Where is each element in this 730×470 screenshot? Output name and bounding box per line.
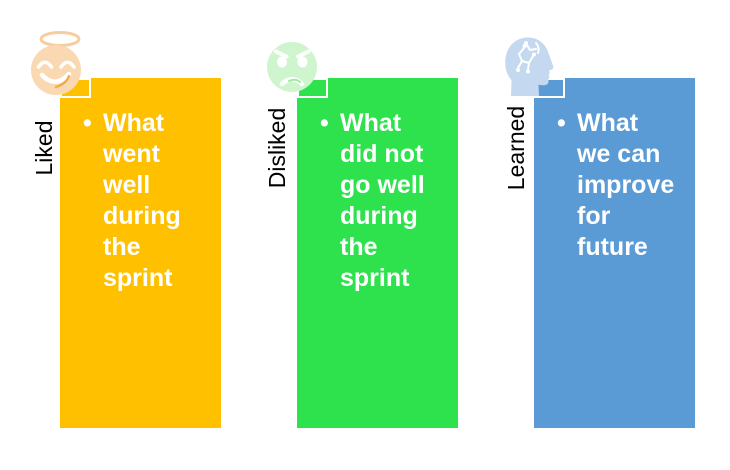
bullet: •: [83, 109, 92, 137]
learned-label: Learned: [503, 105, 529, 191]
left-eye: [36, 60, 54, 69]
disliked-label: Disliked: [264, 107, 290, 189]
frown-accent: [288, 78, 301, 83]
angry-face-icon: [267, 42, 317, 92]
face: [31, 45, 81, 95]
liked-panel: • What went well during the sprint: [60, 78, 221, 428]
right-eyebrow: [296, 49, 311, 59]
circuit-nodes: [516, 41, 536, 74]
liked-text: What went well during the sprint: [103, 109, 181, 292]
liked-content: • What went well during the sprint: [60, 78, 221, 294]
bullet: •: [557, 109, 566, 137]
disliked-content: • What did not go well during the sprint: [297, 78, 458, 294]
disliked-panel: • What did not go well during the sprint: [297, 78, 458, 428]
circuit-traces: [517, 42, 540, 70]
learned-panel: • What we can improve for future: [534, 78, 695, 428]
right-eye: [59, 60, 76, 69]
disliked-text: What did not go well during the sprint: [340, 109, 425, 292]
head-circuit-icon: [505, 37, 554, 96]
face: [267, 42, 317, 92]
bullet: •: [320, 109, 329, 137]
left-eye: [277, 56, 287, 68]
smile: [39, 71, 72, 85]
smile-accent: [54, 74, 71, 89]
angel-smiley-icon: [31, 31, 81, 95]
halo: [39, 31, 81, 47]
learned-text: What we can improve for future: [577, 109, 675, 261]
learned-content: • What we can improve for future: [534, 78, 695, 263]
liked-label: Liked: [31, 120, 57, 176]
left-eyebrow: [274, 49, 289, 59]
right-eye: [297, 56, 308, 68]
